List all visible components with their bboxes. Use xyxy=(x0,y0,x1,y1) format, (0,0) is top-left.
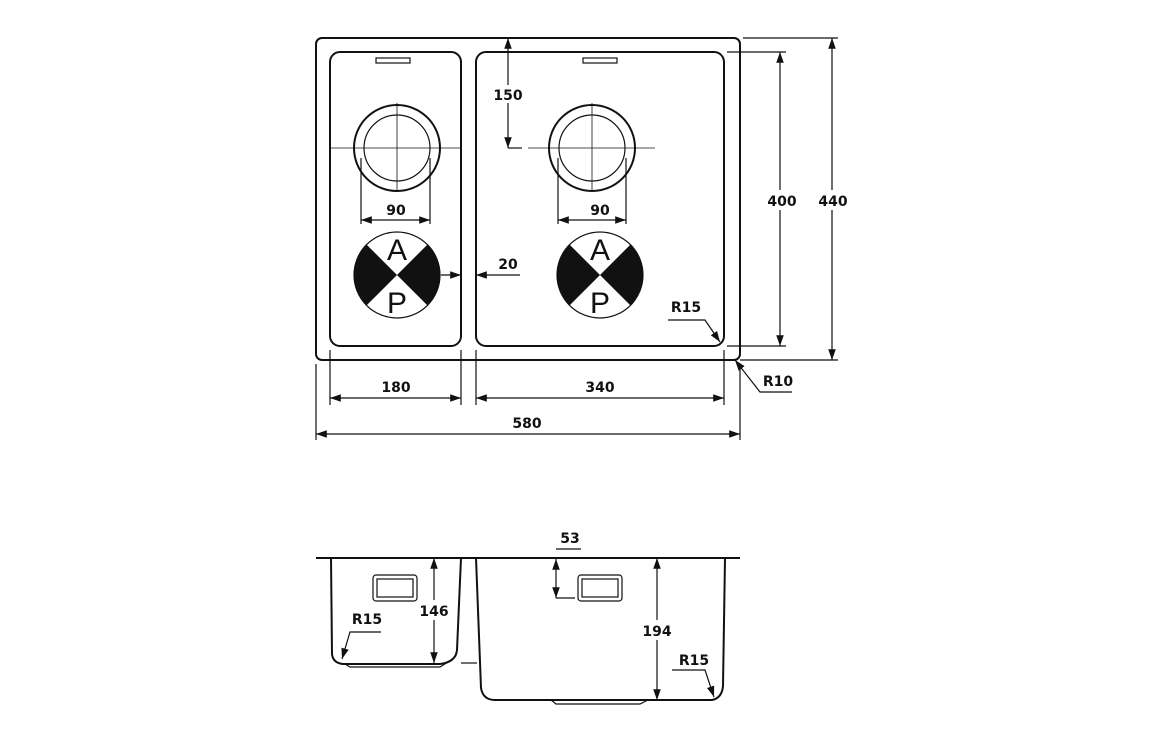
dim-small-bowl-depth: 146 xyxy=(419,604,448,620)
large-bowl xyxy=(475,51,725,347)
sink-outline xyxy=(315,37,741,361)
waste-right: 90 xyxy=(528,103,655,224)
dim-small-bowl-width: 180 xyxy=(381,380,410,396)
ap-symbol-right: A P xyxy=(556,231,644,320)
dim-overall-depth: 440 xyxy=(818,194,847,210)
dim-large-bowl-depth: 194 xyxy=(642,624,671,640)
dim-overflow-offset: 53 xyxy=(560,531,579,547)
ap-letter-p: P xyxy=(590,287,610,320)
dim-large-bowl-radius: R15 xyxy=(679,653,709,669)
ap-letter-p: P xyxy=(387,287,407,320)
dim-large-bowl-width: 340 xyxy=(585,380,614,396)
dim-waste-left: 90 xyxy=(386,203,406,219)
section-view: 146 R15 53 194 R15 xyxy=(316,531,740,705)
dim-overall-width: 580 xyxy=(512,416,541,432)
dim-waste-offset: 150 xyxy=(493,88,522,104)
large-bowl-section xyxy=(475,557,726,701)
ap-letter-a: A xyxy=(387,234,407,267)
dim-small-bowl-radius: R15 xyxy=(352,612,382,628)
dim-bowl-gap: 20 xyxy=(498,257,518,273)
ap-symbol-left: A P xyxy=(353,231,441,320)
small-bowl xyxy=(329,51,462,347)
plan-view: 90 90 A P A P xyxy=(315,37,851,440)
ap-letter-a: A xyxy=(590,234,610,267)
dim-waste-right: 90 xyxy=(590,203,610,219)
overflow-large-section xyxy=(577,574,623,602)
dim-outer-radius: R10 xyxy=(763,374,794,390)
waste-left: 90 xyxy=(330,103,461,224)
dim-inner-radius: R15 xyxy=(671,300,701,316)
overflow-slot-small xyxy=(375,57,411,64)
small-bowl-section xyxy=(330,557,462,665)
dim-bowl-depth: 400 xyxy=(767,194,796,210)
overflow-small-section xyxy=(372,574,418,602)
overflow-slot-large xyxy=(582,57,618,64)
